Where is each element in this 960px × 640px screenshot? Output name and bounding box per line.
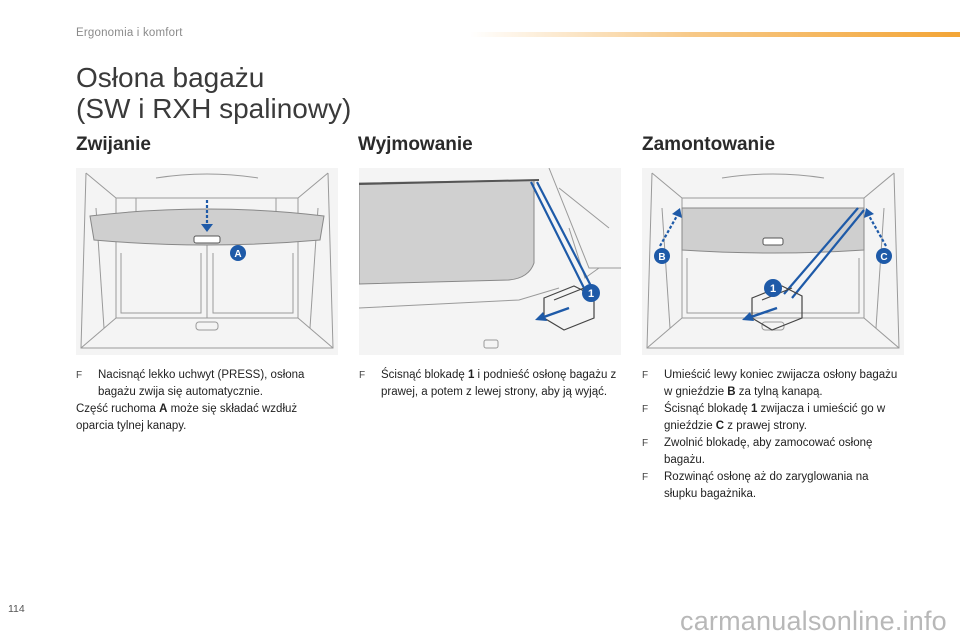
instruction-bullet: F Ścisnąć blokadę 1 i podnieść osłonę ba…	[359, 367, 621, 401]
instruction-text: Umieścić lewy koniec zwijacza osłony bag…	[664, 369, 897, 398]
note-text-end: może się składać wzdłuż oparcia tylnej k…	[76, 403, 298, 432]
heading-zamontowanie: Zamontowanie	[642, 134, 776, 155]
instruction-text: Rozwinąć osłonę aż do zaryglowania na sł…	[664, 471, 869, 500]
instruction-text-start: Umieścić lewy koniec zwijacza osłony bag…	[664, 369, 898, 398]
luggage-cover-shape	[359, 179, 535, 285]
instruction-bullet: F Zwolnić blokadę, aby zamocować osłonę …	[642, 435, 904, 469]
bullet-marker: F	[642, 370, 649, 381]
instruction-label-c: C	[715, 420, 725, 432]
bullet-marker: F	[642, 472, 649, 483]
note-text-start: Część ruchoma	[76, 403, 160, 415]
bullet-marker: F	[76, 370, 83, 381]
callout-label-1: 1	[770, 283, 776, 295]
bullet-marker: F	[642, 404, 649, 415]
instruction-label-b: B	[727, 386, 736, 398]
instruction-bullet: F Nacisnąć lekko uchwyt (PRESS), osłona …	[76, 367, 338, 401]
instruction-text: Ścisnąć blokadę 1 i podnieść osłonę baga…	[381, 369, 616, 398]
instructions-zamontowanie: F Umieścić lewy koniec zwijacza osłony b…	[642, 367, 904, 503]
illustration-trunk-rollup: A	[76, 168, 338, 355]
instruction-text-start: Ścisnąć blokadę	[664, 403, 751, 415]
illustration-trunk-removal: 1	[359, 168, 621, 355]
bullet-marker: F	[642, 438, 649, 449]
instruction-text-end: z prawej strony.	[724, 420, 807, 432]
note-text: Część ruchoma A może się składać wzdłuż …	[76, 401, 338, 435]
callout-label-1: 1	[588, 288, 594, 300]
figure-removing-cover: 1	[359, 168, 621, 355]
instruction-text-end: i podnieść osłonę bagażu z prawej, a pot…	[381, 369, 617, 398]
illustration-trunk-install: B C 1	[642, 168, 904, 355]
instruction-text: Ścisnąć blokadę 1 zwijacza i umieścić go…	[664, 403, 885, 432]
instruction-bullet: F Umieścić lewy koniec zwijacza osłony b…	[642, 367, 904, 401]
instruction-label-1: 1	[467, 369, 475, 381]
instruction-bullet: F Ścisnąć blokadę 1 zwijacza i umieścić …	[642, 401, 904, 435]
header-accent-bar	[470, 32, 960, 37]
note-label-a: A	[159, 403, 168, 415]
section-header: Ergonomia i komfort	[76, 27, 183, 39]
instructions-zwijanie: F Nacisnąć lekko uchwyt (PRESS), osłona …	[76, 367, 338, 435]
callout-label-a: A	[234, 249, 241, 260]
page-title-line-1: Osłona bagażu	[76, 62, 265, 93]
page-title-line-2: (SW i RXH spalinowy)	[76, 93, 352, 124]
instructions-wyjmowanie: F Ścisnąć blokadę 1 i podnieść osłonę ba…	[359, 367, 621, 401]
watermark-text: carmanualsonline.info	[680, 606, 947, 636]
heading-wyjmowanie: Wyjmowanie	[358, 134, 473, 155]
instruction-text-end: za tylną kanapą.	[735, 386, 823, 398]
luggage-cover-shape	[681, 207, 865, 254]
figure-rolling-cover: A	[76, 168, 338, 355]
instruction-text: Nacisnąć lekko uchwyt (PRESS), osłona ba…	[98, 369, 305, 398]
figure-installing-cover: B C 1	[642, 168, 904, 355]
instruction-text: Zwolnić blokadę, aby zamocować osłonę ba…	[664, 437, 873, 466]
instruction-text-start: Ścisnąć blokadę	[381, 369, 468, 381]
callout-label-b: B	[658, 252, 665, 263]
heading-zwijanie: Zwijanie	[76, 134, 151, 155]
instruction-bullet: F Rozwinąć osłonę aż do zaryglowania na …	[642, 469, 904, 503]
instruction-label-1: 1	[750, 403, 758, 415]
page-number: 114	[8, 603, 25, 615]
instruction-text-middle: zwijacza i umieścić go w gnieździe	[664, 403, 886, 432]
bullet-marker: F	[359, 370, 366, 381]
page-title: Osłona bagażu (SW i RXH spalinowy)	[76, 62, 351, 124]
callout-label-c: C	[880, 252, 887, 263]
